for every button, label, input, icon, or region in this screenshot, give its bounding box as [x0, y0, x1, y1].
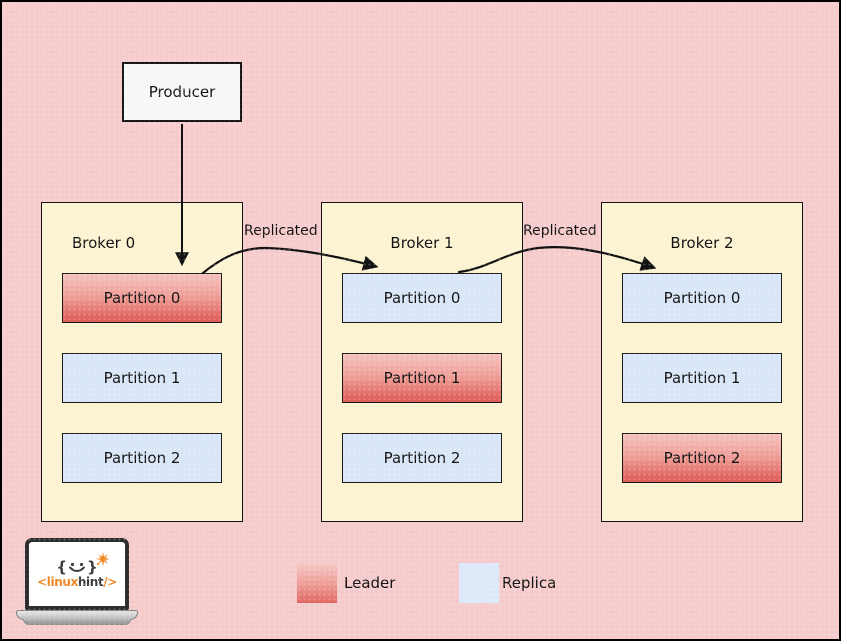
logo-brace-right: }	[87, 558, 98, 576]
broker-2-partition-0-replica: Partition 0	[622, 273, 782, 323]
laptop-base-shadow	[23, 619, 131, 625]
logo-close-tag: />	[103, 575, 117, 589]
logo-open-tag: <	[37, 575, 47, 589]
broker-0-partition-0-leader: Partition 0	[62, 273, 222, 323]
broker-2-partition-1-replica: Partition 1	[622, 353, 782, 403]
logo-brand-linux: linux	[46, 575, 78, 589]
broker-1-partition-1-leader: Partition 1	[342, 353, 502, 403]
logo-brace-left: {	[56, 558, 67, 576]
legend-replica-label: Replica	[502, 574, 557, 592]
legend-replica-swatch	[459, 563, 499, 603]
broker-1-label: Broker 1	[390, 234, 454, 252]
replicated-label-left: Replicated	[244, 223, 318, 239]
partition-label: Partition 1	[383, 369, 461, 387]
partition-label: Partition 0	[103, 289, 181, 307]
partition-label: Partition 0	[663, 289, 741, 307]
legend-leader-label: Leader	[344, 574, 396, 592]
replicated-label-right: Replicated	[523, 223, 597, 239]
broker-2-partition-2-leader: Partition 2	[622, 433, 782, 483]
broker-1-container: Broker 1 Partition 0 Partition 1 Partiti…	[321, 202, 523, 522]
logo-wordmark: <linuxhint/>	[37, 576, 117, 588]
partition-label: Partition 1	[103, 369, 181, 387]
producer-node: Producer	[122, 62, 242, 122]
broker-0-label: Broker 0	[72, 234, 136, 252]
linuxhint-logo: { } <linuxhint/>	[16, 538, 138, 632]
broker-0-partition-1-replica: Partition 1	[62, 353, 222, 403]
logo-smiley: { }	[56, 552, 110, 576]
partition-label: Partition 2	[663, 449, 741, 467]
starburst-icon	[95, 552, 110, 566]
logo-brand-hint: hint	[77, 575, 104, 589]
broker-2-container: Broker 2 Partition 0 Partition 1 Partiti…	[601, 202, 803, 522]
laptop-screen: { } <linuxhint/>	[25, 538, 129, 610]
partition-label: Partition 0	[383, 289, 461, 307]
broker-0-partition-2-replica: Partition 2	[62, 433, 222, 483]
partition-label: Partition 2	[383, 449, 461, 467]
broker-0-container: Broker 0 Partition 0 Partition 1 Partiti…	[41, 202, 243, 522]
partition-label: Partition 2	[103, 449, 181, 467]
broker-1-partition-2-replica: Partition 2	[342, 433, 502, 483]
partition-label: Partition 1	[663, 369, 741, 387]
producer-label: Producer	[148, 83, 216, 101]
broker-1-partition-0-replica: Partition 0	[342, 273, 502, 323]
legend-leader-swatch	[297, 563, 337, 603]
smiley-face-icon	[69, 562, 85, 572]
broker-2-label: Broker 2	[670, 234, 734, 252]
